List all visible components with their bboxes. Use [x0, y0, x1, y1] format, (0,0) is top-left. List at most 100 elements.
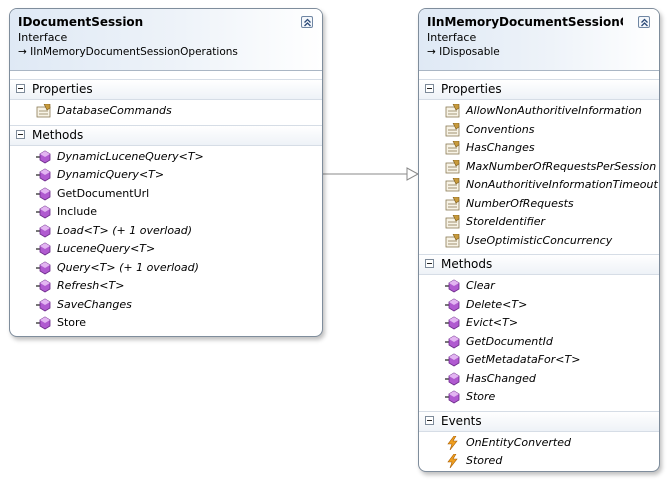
- member-row[interactable]: Load<T> (+ 1 overload): [10, 222, 322, 241]
- method-icon: [36, 242, 52, 256]
- collapse-section-icon[interactable]: [425, 259, 434, 268]
- method-icon: [445, 279, 461, 293]
- shape-stereotype: Interface: [18, 31, 68, 44]
- member-label: Store: [466, 390, 496, 403]
- member-row[interactable]: NumberOfRequests: [419, 195, 659, 214]
- member-row[interactable]: DynamicQuery<T>: [10, 166, 322, 185]
- method-icon: [36, 261, 52, 275]
- section-label: Methods: [441, 257, 493, 271]
- double-chevron-up-icon: [304, 18, 311, 27]
- member-row[interactable]: Store: [10, 314, 322, 333]
- collapse-section-icon[interactable]: [425, 84, 434, 93]
- shape-stereotype: Interface: [427, 31, 477, 44]
- member-label: Store: [57, 316, 87, 329]
- member-row[interactable]: Delete<T>: [419, 296, 659, 315]
- member-label: Stored: [466, 454, 503, 467]
- member-label: UseOptimisticConcurrency: [466, 233, 613, 247]
- method-icon: [36, 279, 52, 293]
- method-icon: [445, 353, 461, 367]
- double-chevron-up-icon: [641, 18, 648, 27]
- member-row[interactable]: NonAuthoritiveInformationTimeout: [419, 176, 659, 195]
- member-label: Load<T> (+ 1 overload): [57, 223, 193, 237]
- member-label: OnEntityConverted: [466, 435, 571, 449]
- member-row[interactable]: DatabaseCommands: [10, 102, 322, 121]
- interface-shape-idocumentsession[interactable]: IDocumentSession Interface → IInMemoryDo…: [9, 8, 323, 337]
- section-label: Properties: [32, 82, 93, 96]
- member-label: LuceneQuery<T>: [57, 242, 156, 255]
- method-icon: [36, 224, 52, 238]
- member-label: StoreIdentifier: [466, 215, 546, 228]
- method-icon: [445, 390, 461, 404]
- collapse-section-icon[interactable]: [16, 84, 25, 93]
- member-row[interactable]: DynamicLuceneQuery<T>: [10, 148, 322, 167]
- method-icon: [445, 335, 461, 349]
- member-label: DynamicQuery<T>: [57, 168, 165, 181]
- member-label: Conventions: [466, 122, 535, 136]
- member-row[interactable]: HasChanges: [419, 139, 659, 158]
- section-label: Events: [441, 413, 482, 428]
- member-row[interactable]: Refresh<T>: [10, 277, 322, 296]
- method-icon: [36, 316, 52, 330]
- section-properties[interactable]: Properties: [10, 79, 322, 100]
- member-row[interactable]: GetDocumentId: [419, 333, 659, 352]
- member-row[interactable]: Stored: [419, 452, 659, 471]
- member-label: HasChanged: [466, 371, 536, 385]
- collapse-shape-button[interactable]: [301, 16, 313, 28]
- member-row[interactable]: Conventions: [419, 121, 659, 140]
- member-label: Refresh<T>: [57, 279, 125, 292]
- shape-base-interface: → IDisposable: [427, 46, 500, 58]
- property-icon: [445, 159, 461, 174]
- property-icon: [445, 196, 461, 211]
- collapse-section-icon[interactable]: [425, 415, 434, 425]
- method-icon: [36, 205, 52, 219]
- member-label: Clear: [466, 279, 495, 292]
- method-icon: [445, 316, 461, 330]
- inheritance-arrowhead: [406, 167, 420, 181]
- member-row[interactable]: AllowNonAuthoritiveInformation: [419, 102, 659, 121]
- property-icon: [445, 233, 461, 248]
- section-label: Properties: [441, 82, 502, 96]
- member-row[interactable]: HasChanged: [419, 370, 659, 389]
- member-label: AllowNonAuthoritiveInformation: [466, 104, 642, 117]
- property-icon: [445, 103, 461, 118]
- member-row[interactable]: GetMetadataFor<T>: [419, 351, 659, 370]
- properties-list: DatabaseCommands: [10, 100, 322, 125]
- method-icon: [36, 187, 52, 201]
- member-row[interactable]: SaveChanges: [10, 296, 322, 315]
- member-label: NumberOfRequests: [466, 196, 574, 210]
- method-icon: [445, 372, 461, 386]
- member-label: MaxNumberOfRequestsPerSession: [466, 159, 657, 173]
- section-methods[interactable]: Methods: [419, 254, 659, 275]
- member-label: Query<T> (+ 1 overload): [57, 260, 199, 274]
- methods-list: DynamicLuceneQuery<T>DynamicQuery<T> GetD…: [10, 146, 322, 337]
- member-row[interactable]: OnEntityConverted: [419, 434, 659, 453]
- member-row[interactable]: Clear: [419, 277, 659, 296]
- member-row[interactable]: StoreIdentifier: [419, 213, 659, 232]
- member-row[interactable]: Query<T> (+ 1 overload): [10, 259, 322, 278]
- member-row[interactable]: Store: [419, 388, 659, 407]
- member-row[interactable]: MaxNumberOfRequestsPerSession: [419, 158, 659, 177]
- section-events[interactable]: Events: [419, 410, 659, 432]
- member-row[interactable]: GetDocumentUrl: [10, 185, 322, 204]
- section-label: Methods: [32, 127, 84, 142]
- collapse-shape-button[interactable]: [638, 16, 650, 28]
- collapse-section-icon[interactable]: [16, 129, 25, 139]
- method-icon: [36, 168, 52, 182]
- shape-header: IInMemoryDocumentSessionOpe... Interface…: [419, 9, 659, 71]
- section-properties[interactable]: Properties: [419, 79, 659, 100]
- property-icon: [36, 103, 52, 118]
- member-row[interactable]: Include: [10, 203, 322, 222]
- section-methods[interactable]: Methods: [10, 124, 322, 146]
- member-row[interactable]: LuceneQuery<T>: [10, 240, 322, 259]
- property-icon: [445, 214, 461, 229]
- member-row[interactable]: UseOptimisticConcurrency: [419, 232, 659, 251]
- member-row[interactable]: Evict<T>: [419, 314, 659, 333]
- interface-shape-iinmemorydocumentsessionoperations[interactable]: IInMemoryDocumentSessionOpe... Interface…: [418, 8, 660, 472]
- shape-base-interface: → IInMemoryDocumentSessionOperations: [18, 46, 238, 58]
- member-label: Evict<T>: [466, 316, 519, 329]
- property-icon: [445, 140, 461, 155]
